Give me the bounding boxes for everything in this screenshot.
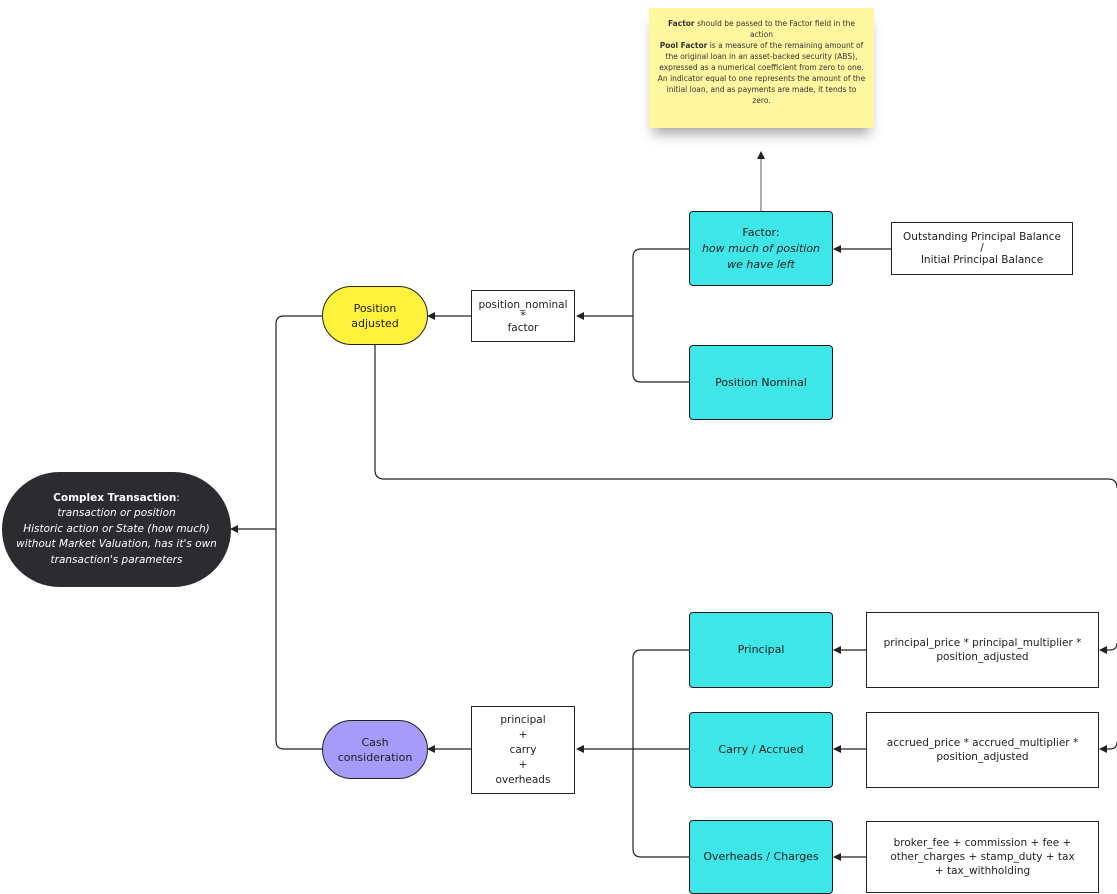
divide-sign: / [980,242,984,254]
note-factor-term: Factor [668,19,695,28]
position-adjusted-node[interactable]: Position adjusted [322,286,428,345]
cash-consideration-node[interactable]: Cash consideration [322,720,428,779]
carry-accrued-label: Carry / Accrued [718,743,804,756]
position-formula-term-1: position_nominal [478,298,568,311]
principal-node[interactable]: Principal [689,612,833,688]
cash-formula-term-2: carry [509,743,537,756]
principal-formula: principal_price * principal_multiplier *… [883,637,1082,663]
accrued-formula: accrued_price * accrued_multiplier * pos… [886,737,1079,763]
accrued-formula-box[interactable]: accrued_price * accrued_multiplier * pos… [866,712,1099,788]
carry-accrued-node[interactable]: Carry / Accrued [689,712,833,788]
complex-line-3: without Market Valuation, has it's own [16,538,217,551]
overheads-charges-node[interactable]: Overheads / Charges [689,820,833,894]
position-nominal-node[interactable]: Position Nominal [689,345,833,420]
factor-title: Factor: [742,225,780,239]
complex-line-1: transaction or position [57,507,176,520]
position-adjusted-label: Position adjusted [351,301,399,330]
principal-formula-box[interactable]: principal_price * principal_multiplier *… [866,612,1099,688]
cash-formula-op-1: + [518,728,528,741]
factor-node[interactable]: Factor: how much of position we have lef… [689,211,833,286]
complex-line-2: Historic action or State (how much) [23,522,210,535]
cash-formula-term-3: overheads [495,773,551,786]
initial-label: Initial Principal Balance [920,254,1044,266]
note-pool-factor-term: Pool Factor [659,41,708,50]
note-pool-factor-text: is a measure of the remaining amount of … [657,41,866,105]
position-nominal-label: Position Nominal [715,375,807,389]
complex-transaction-title: Complex Transaction [53,491,177,504]
complex-line-4: transaction's parameters [50,553,183,566]
position-formula-box[interactable]: position_nominal * factor [471,290,575,342]
sticky-note: Factor should be passed to the Factor fi… [649,8,874,128]
cash-formula-box[interactable]: principal + carry + overheads [471,706,575,794]
position-formula-term-2: factor [507,321,539,334]
cash-formula-term-1: principal [500,713,546,726]
pool-factor-formula-box[interactable]: Outstanding Principal Balance / Initial … [891,222,1073,275]
overheads-formula-box[interactable]: broker_fee + commission + fee + other_ch… [866,821,1099,893]
overheads-charges-label: Overheads / Charges [703,850,819,863]
factor-subtitle: how much of position we have left [701,241,821,271]
outstanding-label: Outstanding Principal Balance [903,231,1061,243]
cash-consideration-label: Cash consideration [337,735,413,764]
principal-label: Principal [737,643,785,656]
overheads-formula: broker_fee + commission + fee + other_ch… [890,837,1075,877]
note-factor-text: should be passed to the Factor field in … [694,19,855,39]
complex-transaction-node[interactable]: Complex Transaction: transaction or posi… [2,472,231,587]
cash-formula-op-2: + [518,758,528,771]
position-formula-op: * [520,309,526,322]
complex-transaction-colon: : [176,491,180,504]
